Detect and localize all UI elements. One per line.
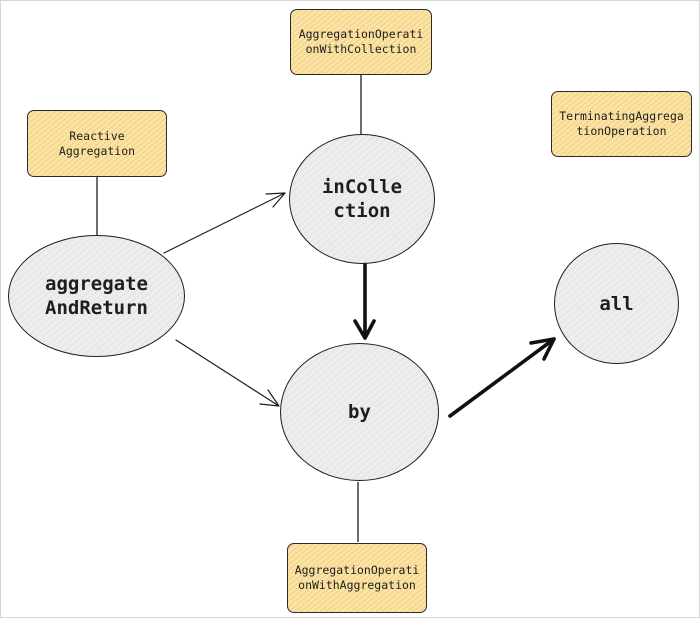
node-by-label: by [348, 401, 371, 423]
note-terminating-line1: TerminatingAggrega [559, 109, 684, 123]
node-in-collection: inColle ction [289, 134, 435, 264]
note-collection-line1: AggregationOperati [298, 27, 424, 41]
note-terminating-line2: tionOperation [576, 124, 667, 138]
arrow-incollection-to-by [353, 262, 376, 340]
note-aggregation-line2: onWithAggregation [298, 578, 416, 592]
note-aggregation-operation-with-aggregation: AggregationOperati onWithAggregation [287, 543, 427, 613]
note-reactive-line1: Reactive [69, 128, 125, 143]
note-collection-line2: onWithCollection [305, 42, 417, 56]
note-terminating-aggregation-operation: TerminatingAggrega tionOperation [551, 91, 692, 157]
arrow-aggregate-to-by [175, 339, 280, 407]
node-aggregate-line2: AndReturn [45, 297, 148, 319]
arrow-by-to-all [448, 337, 556, 418]
node-all-label: all [599, 292, 634, 315]
node-by: by [280, 343, 439, 481]
note-aggregation-line1: AggregationOperati [294, 563, 420, 577]
arrow-aggregate-to-incollection [163, 192, 286, 254]
note-aggregation-operation-with-collection: AggregationOperati onWithCollection [290, 9, 432, 75]
node-aggregate-and-return: aggregate AndReturn [8, 235, 185, 357]
note-reactive-aggregation: Reactive Aggregation [27, 110, 167, 177]
node-incollection-line1: inColle [321, 176, 403, 198]
node-aggregate-line1: aggregate [45, 273, 148, 295]
node-all: all [554, 243, 679, 364]
note-reactive-line2: Aggregation [58, 143, 136, 158]
node-incollection-line2: ction [333, 200, 391, 222]
